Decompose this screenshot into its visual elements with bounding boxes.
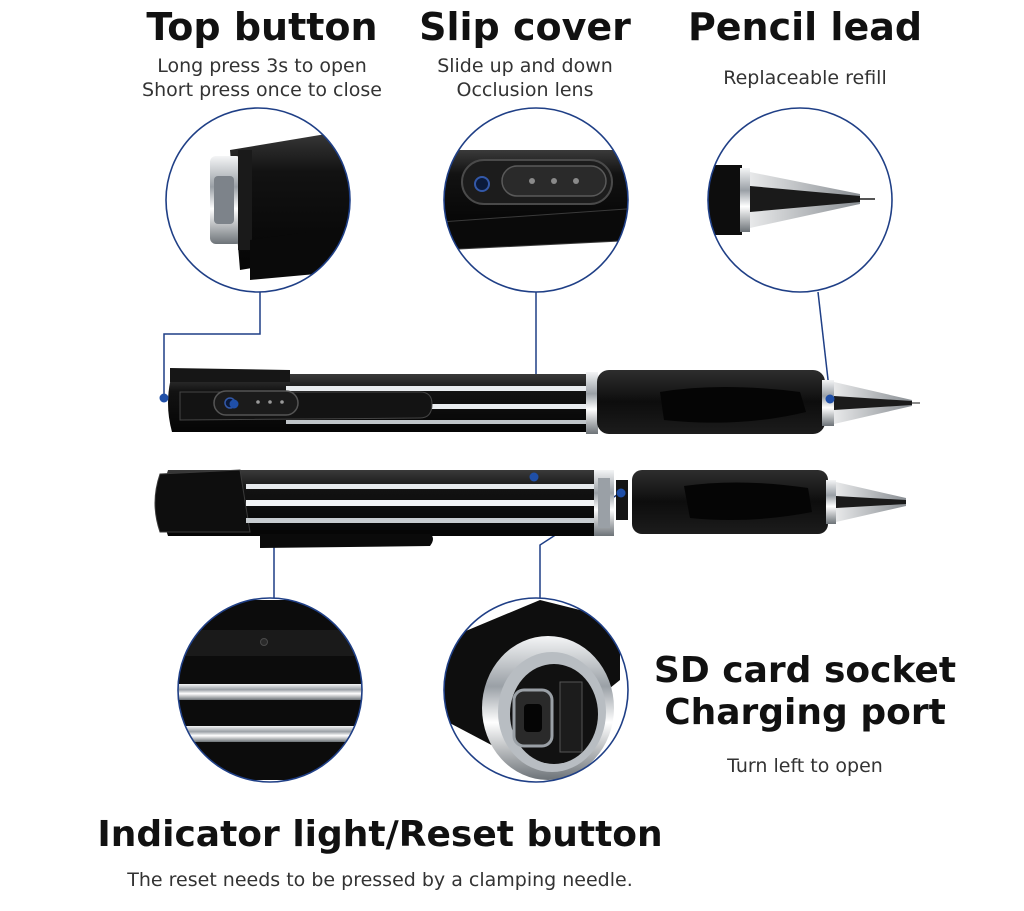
slip-cover-title: Slip cover <box>419 5 631 49</box>
pencil-lead-closeup <box>707 107 893 293</box>
top-button-desc-2: Short press once to close <box>142 79 382 101</box>
pen-opened <box>154 469 906 548</box>
sd-card-title-1: SD card socket <box>653 650 957 691</box>
dot-top-button <box>159 393 169 403</box>
top-button-label: Top button Long press 3s to open Short p… <box>112 6 412 102</box>
indicator-closeup <box>177 597 363 783</box>
callout-line-pencil-lead <box>817 291 831 398</box>
callout-line-top-button <box>163 292 261 398</box>
top-button-closeup <box>165 107 351 293</box>
dot-indicator <box>529 472 539 482</box>
sd-card-title-2: Charging port <box>664 692 946 733</box>
pencil-lead-label: Pencil lead Replaceable refill <box>670 6 940 90</box>
pen-assembled <box>168 368 920 434</box>
slip-cover-label: Slip cover Slide up and down Occlusion l… <box>385 6 665 102</box>
sd-card-note: Turn left to open <box>727 755 883 777</box>
sd-card-closeup <box>443 597 629 783</box>
slip-cover-desc-2: Occlusion lens <box>456 79 594 101</box>
pencil-lead-desc: Replaceable refill <box>723 67 887 89</box>
pencil-lead-title: Pencil lead <box>687 5 923 49</box>
dot-pencil-lead <box>825 394 835 404</box>
sd-card-label: SD card socket Charging port Turn left t… <box>650 650 960 778</box>
callout-dots <box>159 393 835 498</box>
top-button-desc-1: Long press 3s to open <box>157 55 367 77</box>
callout-lines <box>163 291 831 598</box>
indicator-title: Indicator light/Reset button <box>97 814 663 855</box>
dot-sd-card <box>616 488 626 498</box>
dot-slip-cover <box>229 399 239 409</box>
top-button-title: Top button <box>146 5 378 49</box>
slip-cover-closeup <box>443 107 629 293</box>
indicator-label: Indicator light/Reset button The reset n… <box>60 814 700 892</box>
slip-cover-desc-1: Slide up and down <box>437 55 613 77</box>
indicator-note: The reset needs to be pressed by a clamp… <box>127 869 633 891</box>
